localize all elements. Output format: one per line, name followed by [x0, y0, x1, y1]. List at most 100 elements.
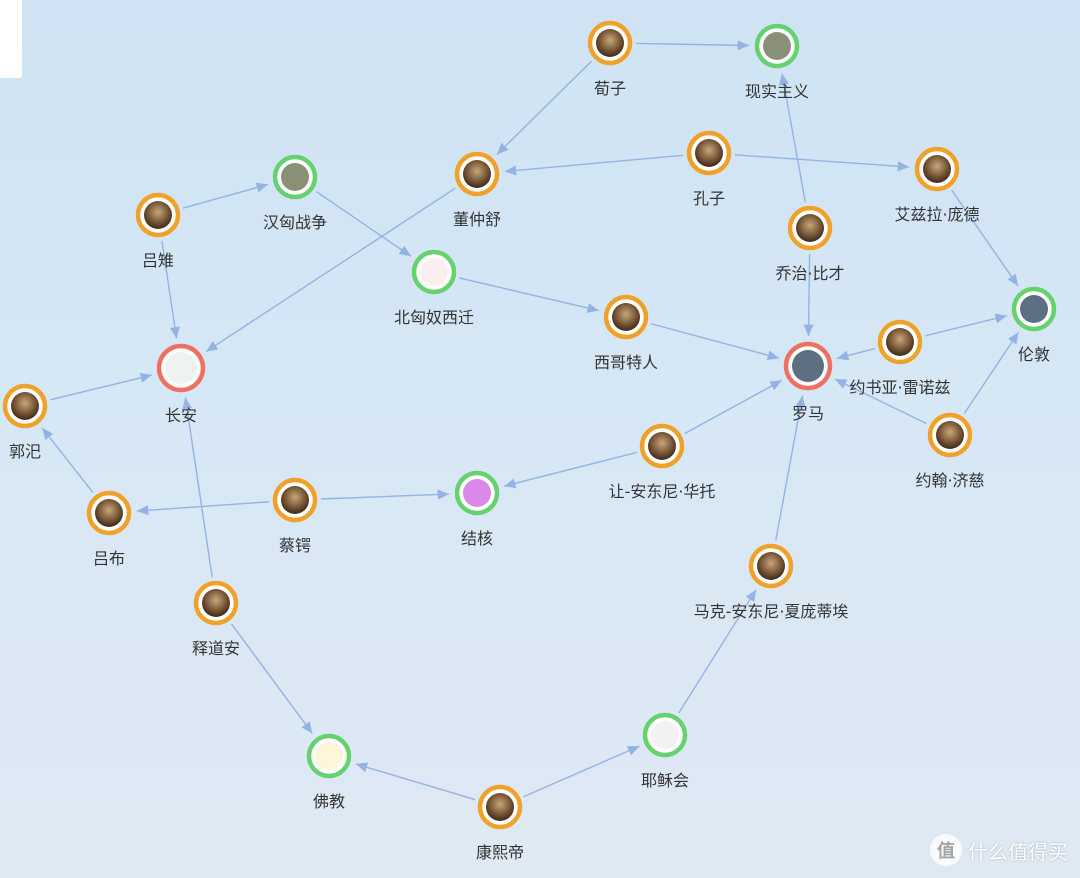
portrait-icon: [612, 303, 640, 331]
edge-watteau-to-tuberculosis: [503, 451, 637, 489]
node-london[interactable]: [1011, 286, 1057, 332]
node-reynolds[interactable]: [877, 319, 923, 365]
edge-kongzi-to-pound: [734, 154, 910, 172]
edge-zoffany-to-rome: [834, 378, 927, 425]
edge-caie-to-tuberculosis: [320, 489, 450, 500]
edge-zoffany-to-london: [963, 331, 1020, 414]
node-label-rome: 罗马: [791, 404, 825, 423]
portrait-icon: [757, 552, 785, 580]
node-xigote[interactable]: [603, 294, 649, 340]
edge-hanxiongnu-to-beixiongnu: [316, 191, 412, 257]
node-jesuits[interactable]: [642, 712, 688, 758]
node-changan[interactable]: [156, 343, 206, 393]
cityscape-icon: [1020, 295, 1048, 323]
artwork-icon: [281, 163, 309, 191]
node-label-jesuits: 耶稣会: [640, 771, 690, 790]
node-label-kangxi: 康熙帝: [475, 843, 525, 862]
map-icon: [165, 352, 197, 384]
edge-watteau-to-rome: [684, 379, 783, 435]
node-label-xigote: 西哥特人: [593, 353, 659, 372]
node-label-caie: 蔡锷: [278, 536, 312, 555]
node-label-kongzi: 孔子: [692, 189, 726, 208]
node-label-xunzi: 荀子: [593, 79, 627, 98]
edge-xunzi-to-realism: [635, 40, 750, 51]
node-label-lubu: 吕布: [92, 549, 126, 568]
node-hanxiongnu[interactable]: [272, 154, 318, 200]
node-caie[interactable]: [272, 477, 318, 523]
node-pound[interactable]: [914, 146, 960, 192]
portrait-icon: [486, 793, 514, 821]
dharma-wheel-icon: [315, 742, 343, 770]
edge-reynolds-to-rome: [836, 347, 876, 361]
node-zoffany[interactable]: [927, 412, 973, 458]
cityscape-icon: [792, 350, 824, 382]
watermark: 值 什么值得买: [930, 834, 1068, 866]
node-kongzi[interactable]: [686, 130, 732, 176]
node-label-bizet: 乔治·比才: [775, 264, 845, 283]
edge-pound-to-london: [951, 189, 1019, 287]
nodes-layer: [2, 20, 1057, 830]
edge-guosi-to-changan: [50, 372, 153, 401]
node-duplessis[interactable]: [748, 543, 794, 589]
artwork-icon: [763, 32, 791, 60]
portrait-icon: [596, 29, 624, 57]
portrait-icon: [936, 421, 964, 449]
node-tuberculosis[interactable]: [454, 470, 500, 516]
node-watteau[interactable]: [639, 423, 685, 469]
edge-duplessis-to-rome: [775, 395, 806, 541]
portrait-icon: [144, 201, 172, 229]
edge-xunzi-to-dongzhongshu: [496, 60, 592, 155]
node-buddhism[interactable]: [306, 733, 352, 779]
watermark-logo-icon: 值: [930, 834, 962, 866]
bacteria-icon: [463, 479, 491, 507]
corner-panel: [0, 0, 22, 78]
portrait-icon: [648, 432, 676, 460]
node-label-shidaoan: 释道安: [191, 639, 241, 658]
edge-kangxi-to-buddhism: [355, 762, 476, 801]
node-bizet[interactable]: [787, 205, 833, 251]
portrait-icon: [463, 160, 491, 188]
node-label-guosi: 郭汜: [8, 442, 42, 461]
node-label-zoffany: 约翰·济慈: [915, 471, 985, 490]
node-dongzhongshu[interactable]: [454, 151, 500, 197]
portrait-icon: [796, 214, 824, 242]
edge-caie-to-lubu: [136, 501, 270, 516]
edge-lubu-to-guosi: [41, 427, 94, 493]
node-xunzi[interactable]: [587, 20, 633, 66]
edge-kangxi-to-jesuits: [523, 745, 640, 798]
node-label-beixiongnu: 北匈奴西迁: [393, 308, 475, 327]
edge-bizet-to-realism: [779, 73, 807, 203]
node-label-buddhism: 佛教: [312, 792, 346, 811]
node-label-watteau: 让-安东尼·华托: [608, 482, 716, 501]
edges-layer: [41, 40, 1020, 801]
node-beixiongnu[interactable]: [411, 249, 457, 295]
portrait-icon: [202, 589, 230, 617]
node-label-reynolds: 约书亚·雷诺兹: [849, 378, 951, 397]
node-label-dongzhongshu: 董仲舒: [452, 210, 502, 229]
node-label-duplessis: 马克-安东尼·夏庞蒂埃: [693, 602, 849, 621]
portrait-icon: [11, 392, 39, 420]
node-realism[interactable]: [754, 23, 800, 69]
sunburst-emblem-icon: [651, 721, 679, 749]
edge-luzhi-to-changan: [161, 240, 180, 339]
node-kangxi[interactable]: [477, 784, 523, 830]
edge-reynolds-to-london: [925, 313, 1007, 337]
node-lubu[interactable]: [86, 490, 132, 536]
portrait-icon: [95, 499, 123, 527]
node-label-realism: 现实主义: [744, 82, 810, 101]
edge-xigote-to-rome: [650, 323, 780, 361]
node-label-changan: 长安: [164, 406, 198, 425]
edge-kongzi-to-dongzhongshu: [504, 154, 684, 176]
node-guosi[interactable]: [2, 383, 48, 429]
node-label-london: 伦敦: [1017, 345, 1051, 364]
edge-shidaoan-to-changan: [182, 397, 213, 578]
node-shidaoan[interactable]: [193, 580, 239, 626]
portrait-icon: [886, 328, 914, 356]
node-rome[interactable]: [783, 341, 833, 391]
node-label-tuberculosis: 结核: [460, 529, 494, 548]
watermark-text: 什么值得买: [968, 839, 1068, 864]
node-label-pound: 艾兹拉·庞德: [894, 205, 980, 224]
node-luzhi[interactable]: [135, 192, 181, 238]
edge-luzhi-to-hanxiongnu: [182, 182, 269, 209]
